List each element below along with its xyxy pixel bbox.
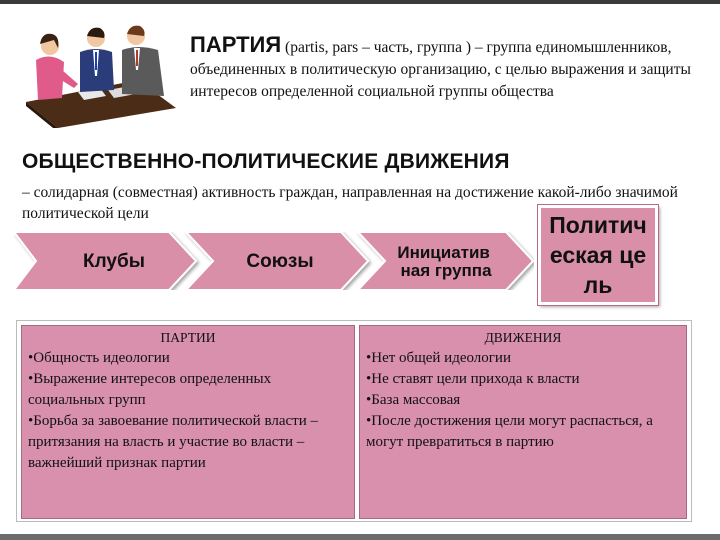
chevron-clubs-shape bbox=[14, 232, 198, 290]
list-item: Не ставят цели прихода к власти bbox=[366, 369, 680, 390]
chevron-initiative-label: Инициатив ная группа bbox=[397, 243, 494, 280]
parties-list: Общность идеологии Выражение интересов о… bbox=[28, 348, 348, 474]
movements-definition: – солидарная (совместная) активность гра… bbox=[22, 184, 678, 222]
list-item: Выражение интересов определенных социаль… bbox=[28, 369, 348, 411]
parties-column: ПАРТИИ Общность идеологии Выражение инте… bbox=[21, 325, 355, 519]
parties-heading: ПАРТИИ bbox=[160, 330, 216, 345]
meeting-illustration-icon bbox=[26, 25, 176, 128]
party-term: ПАРТИЯ bbox=[190, 32, 282, 57]
party-definition-text: (partis, pars – часть, группа ) – группа… bbox=[190, 39, 691, 100]
list-item: Нет общей идеологии bbox=[366, 348, 680, 369]
bottom-edge bbox=[0, 534, 720, 540]
chevron-unions-label: Союзы bbox=[246, 251, 313, 272]
party-definition: ПАРТИЯ (partis, pars – часть, группа ) –… bbox=[190, 34, 705, 103]
chevron-process: Клубы Союзы Инициатив ная группа bbox=[14, 232, 534, 290]
chevron-clubs-label: Клубы bbox=[83, 251, 145, 272]
list-item: База массовая bbox=[366, 390, 680, 411]
chevron-unions-shape bbox=[184, 232, 370, 290]
list-item: После достижения цели могут распасться, … bbox=[366, 411, 680, 453]
movements-list: Нет общей идеологии Не ставят цели прихо… bbox=[366, 348, 680, 453]
list-item: Борьба за завоевание политической власти… bbox=[28, 411, 348, 474]
list-item: Общность идеологии bbox=[28, 348, 348, 369]
comparison-table: ПАРТИИ Общность идеологии Выражение инте… bbox=[16, 320, 692, 522]
top-edge bbox=[0, 0, 720, 4]
movements-column: ДВИЖЕНИЯ Нет общей идеологии Не ставят ц… bbox=[359, 325, 687, 519]
political-goal-box: Политическая цель bbox=[537, 204, 659, 306]
movements-title: ОБЩЕСТВЕННО-ПОЛИТИЧЕСКИЕ ДВИЖЕНИЯ bbox=[22, 150, 510, 173]
movements-heading: ДВИЖЕНИЯ bbox=[484, 330, 562, 345]
chevron-initiative-shape bbox=[356, 232, 534, 290]
